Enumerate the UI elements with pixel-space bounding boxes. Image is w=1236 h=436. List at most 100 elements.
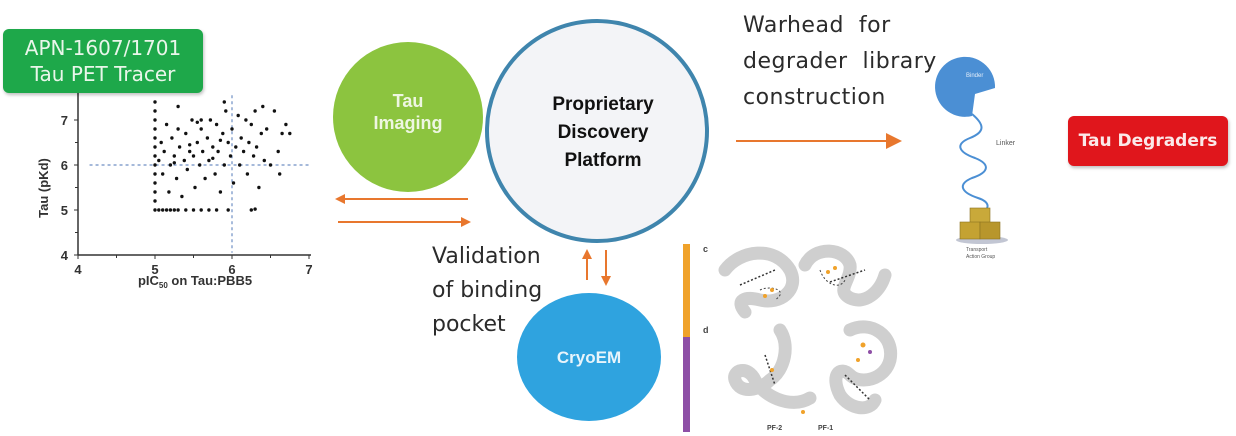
data-point — [222, 163, 226, 167]
data-point — [168, 208, 173, 212]
data-point — [195, 140, 199, 145]
data-point — [208, 118, 213, 122]
tau-imaging-label-line1: Tau — [393, 91, 424, 111]
data-point — [228, 154, 233, 158]
data-point — [172, 161, 176, 165]
data-point — [234, 145, 238, 149]
data-point — [245, 172, 250, 176]
data-point — [262, 158, 266, 163]
pf1-label: PF-1 — [818, 425, 833, 432]
data-point — [180, 194, 184, 199]
data-point — [203, 176, 207, 181]
tau-degraders-label: Tau Degraders — [1078, 131, 1218, 151]
data-point — [184, 131, 188, 136]
data-point — [176, 208, 180, 212]
data-point — [153, 127, 157, 131]
validation-line2: of binding — [432, 278, 543, 303]
data-point — [167, 190, 171, 194]
binder-label: Binder — [966, 73, 983, 79]
data-point — [176, 104, 180, 109]
x-tick-label: 6 — [228, 262, 235, 277]
data-point — [214, 122, 219, 127]
data-point — [157, 158, 161, 163]
data-point — [153, 118, 157, 122]
data-point — [251, 154, 256, 158]
warhead-line2: degrader library — [743, 49, 937, 74]
data-point — [207, 208, 211, 212]
data-point — [211, 145, 215, 149]
data-point — [276, 149, 280, 154]
data-point — [221, 131, 225, 136]
data-point — [199, 118, 203, 122]
discovery-platform-node: Proprietary Discovery Platform — [485, 19, 709, 243]
data-point — [284, 122, 288, 127]
data-point — [182, 158, 186, 163]
data-point — [288, 131, 292, 136]
cryoem-structure-panel: c d PF-2 PF-1 — [683, 244, 898, 432]
data-point — [222, 100, 226, 104]
data-point — [188, 143, 192, 147]
data-point — [164, 122, 169, 127]
tau-degraders-box: Tau Degraders — [1068, 116, 1228, 166]
data-point — [214, 208, 219, 212]
data-point — [207, 158, 211, 163]
y-tick-label: 5 — [61, 203, 68, 218]
action-group-label-line1: Transport — [966, 247, 988, 253]
data-point — [161, 172, 165, 176]
data-point — [224, 109, 228, 113]
data-point — [261, 104, 265, 109]
data-point — [253, 207, 257, 211]
binder-icon — [935, 56, 996, 117]
data-point — [280, 131, 284, 136]
data-point — [191, 154, 196, 158]
data-point — [170, 136, 174, 140]
data-point — [184, 208, 188, 212]
data-point — [153, 181, 157, 185]
x-tick-label: 5 — [151, 262, 158, 277]
tau-imaging-node: Tau Imaging — [333, 42, 483, 192]
data-point — [211, 156, 215, 160]
chart-x-axis-label: pIC50 on Tau:PBB5 — [138, 273, 252, 290]
y-tick-label: 4 — [61, 248, 69, 263]
data-point — [172, 208, 176, 212]
data-point — [188, 149, 192, 154]
data-point — [176, 127, 180, 131]
data-point — [153, 145, 157, 149]
data-point — [153, 109, 157, 113]
warhead-line3: construction — [743, 85, 886, 110]
data-point — [201, 149, 205, 154]
data-point — [230, 127, 234, 131]
data-point — [157, 208, 161, 212]
data-point — [153, 190, 157, 194]
data-point — [231, 181, 236, 185]
data-point — [244, 118, 248, 122]
data-point — [272, 109, 277, 113]
data-point — [161, 208, 165, 212]
data-point — [153, 172, 157, 176]
data-point — [249, 208, 253, 212]
validation-line1: Validation — [432, 244, 541, 269]
data-point — [259, 131, 263, 136]
data-point — [241, 149, 246, 154]
action-group-label-line2: Action Group — [966, 254, 995, 260]
panel-d-label: d — [703, 325, 709, 335]
data-point — [168, 163, 173, 167]
data-point — [195, 120, 199, 125]
data-point — [253, 109, 257, 113]
data-point — [236, 113, 240, 118]
cryoem-label: CryoEM — [557, 348, 621, 367]
warhead-annotation: Warhead for degrader library constructio… — [743, 8, 983, 116]
platform-label-line2: Discovery — [558, 122, 649, 143]
data-point — [257, 185, 261, 190]
fibril-c-right — [798, 244, 892, 307]
data-point — [199, 127, 203, 131]
data-point — [153, 199, 157, 203]
data-point — [198, 163, 202, 167]
data-point — [268, 163, 273, 167]
data-point — [159, 140, 163, 145]
fibril-d-right — [829, 320, 898, 415]
data-point — [164, 208, 169, 212]
